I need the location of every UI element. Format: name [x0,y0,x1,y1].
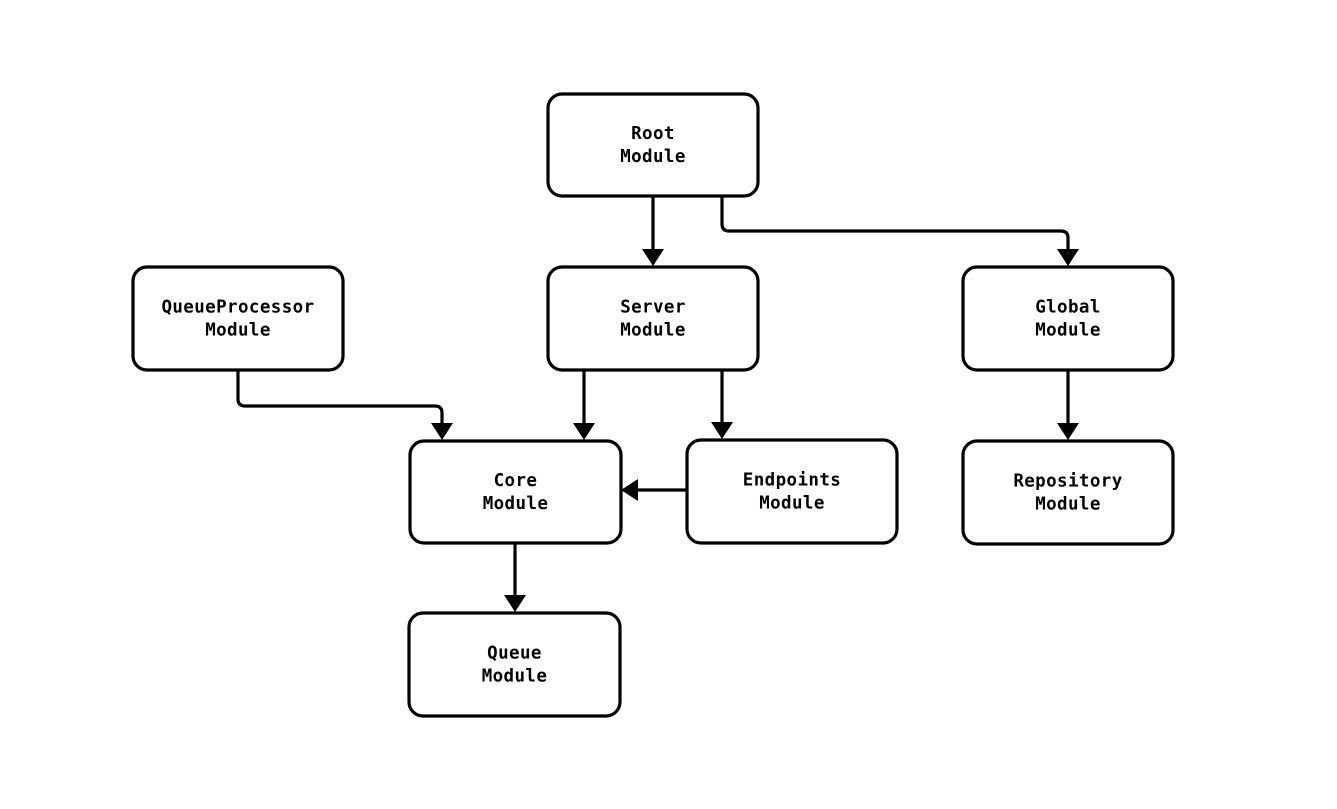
node-label-line2: Module [1035,321,1101,341]
arrowhead-icon [621,479,638,501]
node-rect[interactable] [407,611,622,718]
edge-line [236,370,444,424]
node-label-line2: Module [759,494,825,514]
node-label-line2: Module [483,494,549,514]
node-label-line1: Root [631,124,675,144]
edge-root-to-server [642,196,664,266]
node-label-line1: Global [1035,298,1101,318]
arrowhead-icon [1057,423,1079,440]
node-label-line1: Server [620,298,686,318]
nodes-layer: RootModuleQueueProcessorModuleServerModu… [131,92,1175,718]
arrowhead-icon [711,422,733,439]
arrowhead-icon [642,249,664,266]
node-rect[interactable] [408,439,623,545]
arrowhead-icon [431,423,453,440]
edge-server-to-endpoints [711,370,733,439]
node-rect[interactable] [961,439,1175,546]
node-rect[interactable] [131,265,345,372]
node-label-line2: Module [620,321,686,341]
node-rect[interactable] [685,438,899,545]
node-label-line1: Repository [1013,472,1122,492]
edge-root-to-global [720,196,1079,266]
arrowhead-icon [573,423,595,440]
edge-server-to-core [573,370,595,440]
edge-core-to-queue [504,543,526,612]
node-rect[interactable] [546,92,760,198]
node-label-line1: QueueProcessor [161,298,314,318]
edge-queueprocessor-to-core [236,370,453,440]
node-rect[interactable] [961,265,1175,372]
node-label-line2: Module [620,147,686,167]
edge-global-to-repository [1057,370,1079,440]
node-label-line2: Module [482,667,548,687]
edge-line [720,196,1070,250]
edge-endpoints-to-core [621,479,687,501]
node-label-line1: Queue [487,644,542,664]
node-rect[interactable] [546,265,760,372]
arrowhead-icon [1057,249,1079,266]
arrowhead-icon [504,595,526,612]
node-label-line2: Module [1035,495,1101,515]
node-label-line2: Module [205,321,271,341]
edges-layer [236,196,1079,612]
node-label-line1: Endpoints [743,471,841,491]
node-label-line1: Core [494,471,538,491]
